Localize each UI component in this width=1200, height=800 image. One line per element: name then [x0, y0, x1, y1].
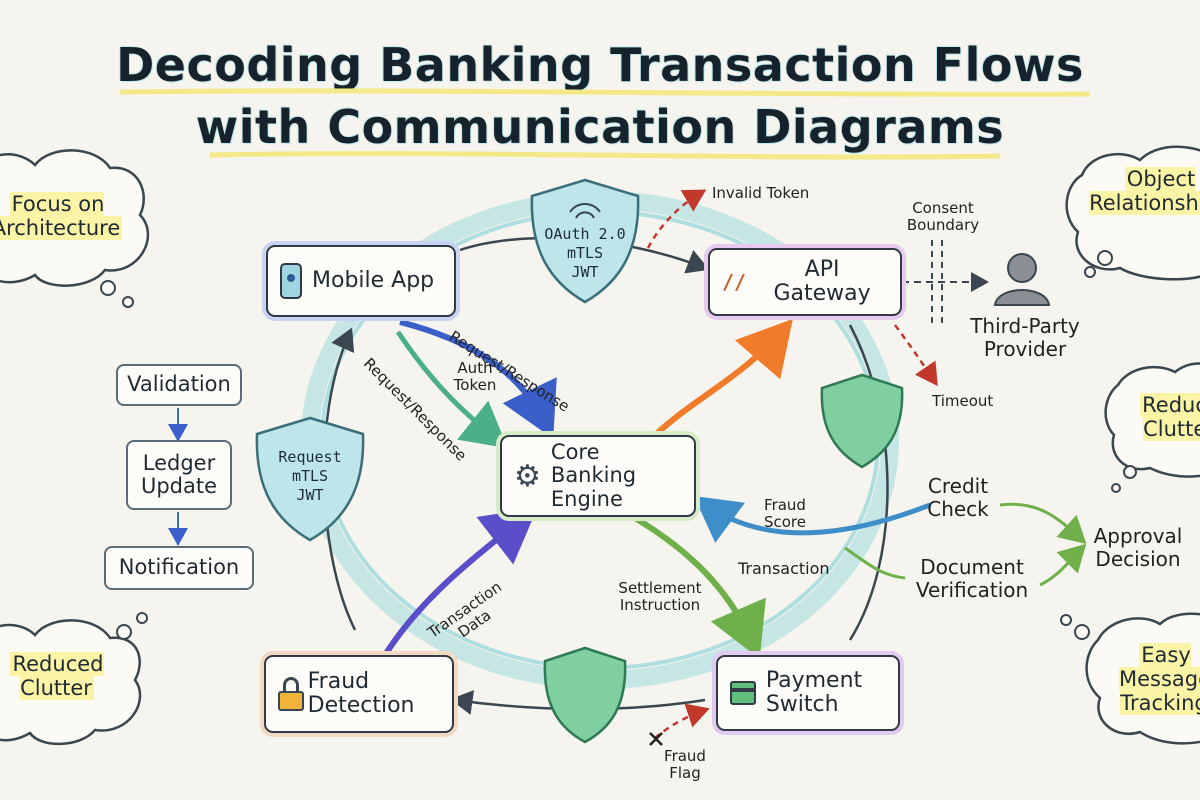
- gear-icon: ⚙: [514, 458, 541, 494]
- node-core-banking[interactable]: ⚙ Core Banking Engine: [500, 435, 696, 517]
- decision-document-verification: Document Verification: [915, 555, 1029, 602]
- arrow-timeout: [893, 324, 938, 387]
- shield-right-icon: [820, 373, 904, 469]
- fraud-detection-label: Fraud Detection: [307, 668, 415, 718]
- arrow-doc-to-approval: [1039, 543, 1087, 587]
- shield-left-text: Request mTLS JWT: [260, 448, 360, 504]
- title-line-2: with Communication Diagrams: [195, 100, 1005, 154]
- cloud-text-bottom-right: Easy Message Tracking: [1110, 643, 1200, 716]
- cloud-text-bottom-left-value: Reduced Clutter: [10, 652, 104, 701]
- person-body-icon: [993, 289, 1051, 306]
- fraud-flag-cross-icon: [649, 732, 663, 746]
- mobile-app-label: Mobile App: [312, 267, 435, 293]
- payment-switch-label: Payment Switch: [765, 667, 863, 717]
- msg-auth-token: Auth Token: [453, 359, 497, 395]
- decision-credit-check: Credit Check: [927, 474, 989, 521]
- msg-invalid-token: Invalid Token: [712, 184, 810, 202]
- cloud-text-top-right: Object Relationships: [1085, 167, 1200, 216]
- shield-left-icon: [255, 416, 365, 542]
- cloud-text-top-left: Focus on Architecture: [0, 192, 132, 241]
- node-mobile-app[interactable]: Mobile App: [266, 245, 456, 317]
- msg-fraud-flag: Fraud Flag: [664, 747, 706, 783]
- node-payment-switch[interactable]: Payment Switch: [716, 655, 900, 731]
- arrow-transaction-data: [382, 507, 538, 657]
- third-party-label: Third-Party Provider: [970, 314, 1080, 361]
- decision-approval: Approval Decision: [1093, 524, 1183, 571]
- process-ledger-update: Ledger Update: [126, 440, 232, 510]
- wifi-icon: [569, 203, 601, 219]
- shield-top-line-2: mTLS: [566, 243, 604, 262]
- msg-settlement-instruction: Settlement Instruction: [618, 579, 702, 615]
- cloud-text-bottom-left: Reduced Clutter: [0, 652, 132, 701]
- core-banking-label: Core Banking Engine: [550, 440, 637, 511]
- shield-left-line-3: JWT: [296, 485, 324, 504]
- shield-top-text: OAuth 2.0 mTLS JWT: [535, 225, 635, 281]
- msg-consent-boundary: Consent Boundary: [906, 199, 980, 235]
- person-head-icon: [1007, 253, 1037, 283]
- arrow-core-to-gateway: [647, 318, 793, 443]
- arrow-request-response: [399, 319, 557, 439]
- shield-left-line-1: Request: [278, 448, 342, 466]
- arrow-transaction-doc: [844, 546, 906, 580]
- smartphone-icon: [280, 263, 302, 299]
- arrow-auth-token: [395, 330, 508, 449]
- process-notification: Notification: [104, 546, 254, 590]
- api-gateway-label: API Gateway: [773, 256, 871, 306]
- node-api-gateway[interactable]: // API Gateway: [708, 248, 902, 316]
- consent-boundary-line: [931, 240, 943, 325]
- node-fraud-detection[interactable]: Fraud Detection: [264, 655, 454, 733]
- lock-icon: [278, 677, 304, 711]
- arrow-invalid-token: [646, 189, 707, 249]
- title-underline-1: [119, 88, 1091, 97]
- cloud-text-mid-right-value: Reduce Clutter: [1140, 393, 1200, 442]
- arrow-credit-to-approval: [999, 502, 1087, 545]
- credit-card-icon: [730, 681, 756, 705]
- msg-timeout: Timeout: [932, 392, 994, 410]
- arrow-fraud-score: [693, 496, 931, 543]
- msg-transaction: Transaction: [738, 559, 830, 578]
- process-validation: Validation: [116, 364, 242, 406]
- shield-top-icon: [530, 178, 640, 304]
- title-underline-2: [209, 151, 1001, 160]
- shield-left-line-2: mTLS: [291, 466, 329, 485]
- cloud-text-bottom-right-value: Easy Message Tracking: [1118, 643, 1200, 716]
- title-line-1: Decoding Banking Transaction Flows: [116, 38, 1084, 92]
- arrow-payment-to-gateway: [848, 324, 889, 641]
- gateway-icon: //: [722, 270, 747, 294]
- shield-top-line-1: OAuth 2.0: [544, 225, 626, 243]
- arrow-settlement: [628, 512, 766, 660]
- cloud-text-top-right-value: Object Relationships: [1089, 167, 1200, 216]
- cloud-text-top-left-value: Focus on Architecture: [0, 192, 123, 241]
- shield-top-line-3: JWT: [571, 262, 599, 281]
- shield-bottom-icon: [543, 646, 627, 744]
- cloud-text-mid-right: Reduce Clutter: [1130, 393, 1200, 442]
- msg-fraud-score: Fraud Score: [763, 496, 806, 532]
